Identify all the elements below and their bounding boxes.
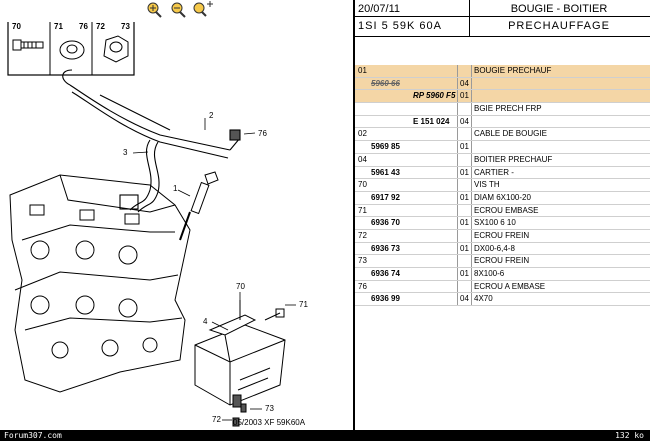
part-number: 6936 73 xyxy=(371,243,400,253)
description: ECROU A EMBASE xyxy=(474,281,546,291)
diagram-footer: 05/2003 XF 59K60A xyxy=(233,418,306,427)
parts-list-pane: 20/07/11 1SI 5 59K 60A BOUGIE - BOITIER … xyxy=(355,0,650,441)
pane-divider[interactable] xyxy=(353,0,355,441)
quantity: 01 xyxy=(460,192,469,202)
row-ref: 72 xyxy=(358,230,367,240)
table-row[interactable]: 5969 85 01 xyxy=(355,141,650,154)
description: ECROU FREIN xyxy=(474,256,530,266)
part-number: 6936 70 xyxy=(371,218,400,228)
toolbar xyxy=(0,0,353,22)
quantity: 04 xyxy=(460,78,469,88)
table-row[interactable]: 04 BOITIER PRECHAUF xyxy=(355,153,650,167)
box-label-73: 73 xyxy=(121,22,130,31)
pan-zoom-icon[interactable] xyxy=(192,1,214,19)
site-label: Forum307.com xyxy=(4,431,62,440)
table-row[interactable]: 73 ECROU FREIN xyxy=(355,255,650,268)
description: DIAM 6X100-20 xyxy=(474,192,531,202)
table-row[interactable]: 72 ECROU FREIN xyxy=(355,229,650,243)
callout-4[interactable]: 4 xyxy=(203,317,208,326)
table-row[interactable]: 6936 99 04 4X70 xyxy=(355,293,650,307)
table-row[interactable]: 6936 73 01 DX00-6,4-8 xyxy=(355,242,650,256)
description: ECROU EMBASE xyxy=(474,205,539,215)
box-label-70: 70 xyxy=(12,22,21,31)
table-row[interactable]: 02 CABLE DE BOUGIE xyxy=(355,128,650,142)
callout-2[interactable]: 2 xyxy=(209,111,214,120)
description: DX00-6,4-8 xyxy=(474,243,515,253)
section-title-line1: BOUGIE - BOITIER xyxy=(510,3,608,15)
table-row[interactable]: BGIE PRECH FRP xyxy=(355,103,650,116)
table-row[interactable]: E 151 024 04 xyxy=(355,115,650,129)
row-ref: 71 xyxy=(358,205,367,215)
part-number: 5961 43 xyxy=(371,167,400,177)
quantity: 01 xyxy=(460,243,469,253)
callout-72[interactable]: 72 xyxy=(212,415,221,424)
box-label-76: 76 xyxy=(79,22,88,31)
callout-70[interactable]: 70 xyxy=(236,282,245,291)
part-number: E 151 024 xyxy=(413,116,450,126)
zoom-out-icon[interactable] xyxy=(168,1,190,19)
description: BGIE PRECH FRP xyxy=(474,104,542,114)
description: 8X100-6 xyxy=(474,269,505,278)
part-number: 5969 85 xyxy=(371,142,400,152)
table-row[interactable]: 5960 66 04 xyxy=(355,77,650,91)
description: VIS TH xyxy=(474,180,500,190)
quantity: 01 xyxy=(460,142,469,152)
quantity: 01 xyxy=(460,218,469,228)
row-ref: 04 xyxy=(358,154,367,164)
catalog-date: 20/07/11 xyxy=(358,3,401,15)
table-row[interactable]: 70 VIS TH xyxy=(355,179,650,192)
description: SX100 6 10 xyxy=(474,218,516,228)
row-ref: 70 xyxy=(358,180,367,190)
row-ref: 73 xyxy=(358,256,367,266)
row-ref: 02 xyxy=(358,129,367,139)
table-row[interactable]: 71 ECROU EMBASE xyxy=(355,204,650,218)
table-row[interactable]: RP 5960 F5 01 xyxy=(355,90,650,104)
description: CABLE DE BOUGIE xyxy=(474,129,547,139)
callout-71[interactable]: 71 xyxy=(299,300,308,309)
exploded-diagram[interactable]: 70 71 76 72 73 76 2 3 1 70 71 4 72 73 05… xyxy=(0,0,353,441)
zoom-in-icon[interactable] xyxy=(144,1,166,19)
description: CARTIER - xyxy=(474,167,514,177)
table-row[interactable]: 6917 92 01 DIAM 6X100-20 xyxy=(355,191,650,205)
quantity: 04 xyxy=(460,294,469,304)
box-label-72: 72 xyxy=(96,22,105,31)
parts-header: 20/07/11 1SI 5 59K 60A BOUGIE - BOITIER … xyxy=(355,0,650,46)
file-size: 132 ko xyxy=(615,431,644,440)
quantity: 01 xyxy=(460,269,469,278)
section-title-line2: PRECHAUFFAGE xyxy=(508,20,610,32)
quantity: 04 xyxy=(460,116,469,126)
callout-1[interactable]: 1 xyxy=(173,184,178,193)
quantity: 01 xyxy=(460,167,469,177)
table-row[interactable]: 6936 74 01 8X100-6 xyxy=(355,268,650,281)
status-bar: Forum307.com 132 ko xyxy=(0,430,650,441)
table-row[interactable]: 5961 43 01 CARTIER - xyxy=(355,166,650,180)
callout-76[interactable]: 76 xyxy=(258,129,267,138)
description: BOUGIE PRECHAUF xyxy=(474,66,552,75)
description: ECROU FREIN xyxy=(474,230,530,240)
catalog-reference: 1SI 5 59K 60A xyxy=(358,20,442,32)
row-ref: 01 xyxy=(358,66,367,75)
part-number: 6936 99 xyxy=(371,294,400,304)
callout-73[interactable]: 73 xyxy=(265,404,274,413)
table-row[interactable]: 01 BOUGIE PRECHAUF xyxy=(355,65,650,78)
table-row[interactable]: 6936 70 01 SX100 6 10 xyxy=(355,217,650,230)
part-number: 6936 74 xyxy=(371,269,400,278)
table-row[interactable]: 76 ECROU A EMBASE xyxy=(355,280,650,294)
callout-3[interactable]: 3 xyxy=(123,148,128,157)
part-number: 6917 92 xyxy=(371,192,400,202)
quantity: 01 xyxy=(460,91,469,101)
row-ref: 76 xyxy=(358,281,367,291)
part-number: RP 5960 F5 xyxy=(413,91,456,101)
diagram-drawing xyxy=(7,19,296,427)
description: 4X70 xyxy=(474,294,493,304)
box-label-71: 71 xyxy=(54,22,63,31)
description: BOITIER PRECHAUF xyxy=(474,154,553,164)
part-number: 5960 66 xyxy=(371,78,400,88)
